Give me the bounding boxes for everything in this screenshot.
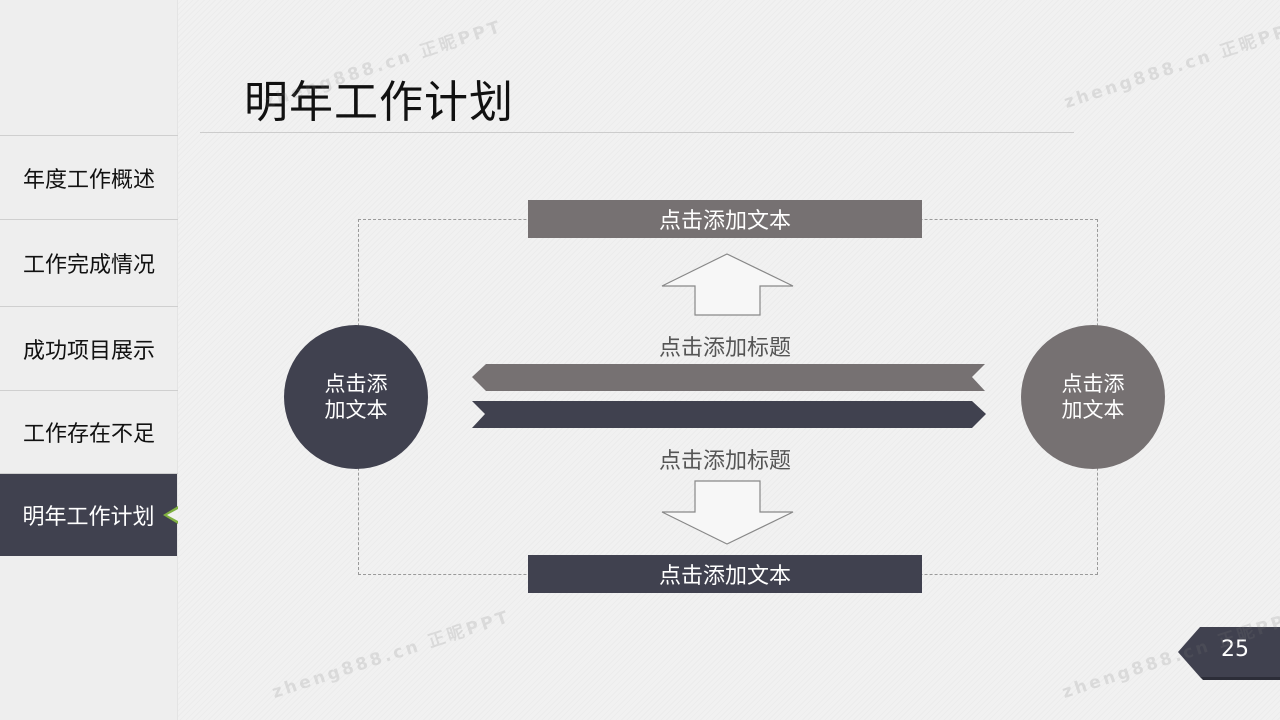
- sidebar-item-label: 年度工作概述: [22, 167, 155, 193]
- sidebar-item-label: 工作完成情况: [22, 253, 155, 278]
- right-ribbon-arrow: [472, 401, 986, 428]
- left-circle-text: 点击添加文本: [324, 372, 388, 422]
- active-indicator-inner: [167, 509, 178, 521]
- sidebar-item-label: 明年工作计划: [22, 505, 155, 530]
- page-title: 明年工作计划: [244, 77, 514, 128]
- bottom-text-bar[interactable]: 点击添加文本: [528, 555, 922, 593]
- sidebar-item-work-shortcomings[interactable]: 工作存在不足: [0, 390, 178, 474]
- sidebar-item-label: 成功项目展示: [22, 338, 155, 364]
- sidebar-item-label: 工作存在不足: [22, 422, 155, 447]
- down-arrow-icon: [661, 480, 794, 545]
- sidebar-nav: 年度工作概述 工作完成情况 成功项目展示 工作存在不足 明年工作计划: [0, 0, 178, 720]
- page-number: 25: [1221, 637, 1249, 662]
- left-circle[interactable]: 点击添加文本: [284, 325, 428, 469]
- left-ribbon-arrow: [472, 364, 985, 391]
- page-number-tag-shadow: [1200, 677, 1280, 680]
- sidebar-item-successful-projects[interactable]: 成功项目展示: [0, 306, 178, 390]
- up-arrow-icon: [661, 253, 794, 316]
- top-bar-text: 点击添加文本: [658, 209, 791, 234]
- sidebar-item-next-year-plan[interactable]: 明年工作计划: [0, 474, 177, 556]
- upper-title-label[interactable]: 点击添加标题: [658, 336, 791, 361]
- title-divider: [200, 132, 1074, 133]
- sidebar-item-annual-overview[interactable]: 年度工作概述: [0, 135, 178, 219]
- page-number-tag: [1178, 627, 1280, 677]
- top-text-bar[interactable]: 点击添加文本: [528, 200, 922, 238]
- bottom-bar-text: 点击添加文本: [658, 564, 791, 589]
- right-circle-text: 点击添加文本: [1061, 372, 1125, 422]
- right-circle[interactable]: 点击添加文本: [1021, 325, 1165, 469]
- lower-title-label[interactable]: 点击添加标题: [658, 449, 791, 474]
- sidebar-item-work-completion[interactable]: 工作完成情况: [0, 219, 178, 306]
